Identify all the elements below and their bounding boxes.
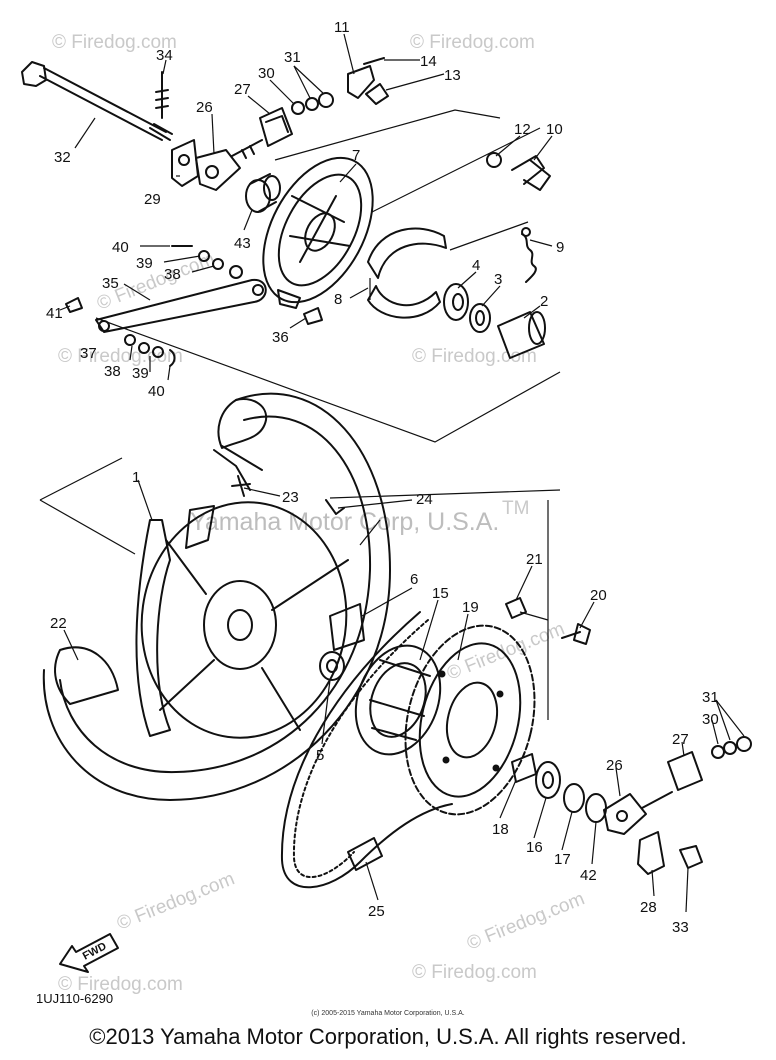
watermark: © Firedog.com — [410, 32, 535, 53]
callout-34: 34 — [156, 47, 173, 64]
leader-lines — [59, 33, 745, 913]
callout-18: 18 — [492, 821, 509, 838]
callout-31-right: 31 — [702, 689, 719, 706]
copyright: ©2013 Yamaha Motor Corporation, U.S.A. A… — [89, 1024, 687, 1049]
callout-14: 14 — [420, 53, 437, 70]
callout-22: 22 — [50, 615, 67, 632]
spring — [521, 227, 537, 283]
callout-30: 30 — [258, 65, 275, 82]
callout-35: 35 — [102, 275, 119, 292]
brake-shoes — [367, 227, 447, 319]
wheel-small-parts — [231, 475, 345, 681]
callout-38: 38 — [164, 266, 181, 283]
forward-arrow: FWD — [59, 933, 119, 973]
callout-20: 20 — [590, 587, 607, 604]
brake-cam-parts — [486, 152, 551, 191]
trademark: TM — [502, 498, 529, 519]
callout-15: 15 — [432, 585, 449, 602]
callout-2: 2 — [540, 293, 548, 310]
callout-21: 21 — [526, 551, 543, 568]
upper-left-parts — [155, 57, 389, 191]
callout-40: 40 — [112, 239, 129, 256]
callout-39: 39 — [136, 255, 153, 272]
brake-panel — [262, 156, 374, 309]
rear-axle — [21, 61, 173, 149]
callout-9: 9 — [556, 239, 564, 256]
callout-4: 4 — [472, 257, 480, 274]
callout-13: 13 — [444, 67, 461, 84]
callout-11: 11 — [334, 19, 350, 36]
callout-12: 12 — [514, 121, 531, 138]
callout-6: 6 — [410, 571, 418, 588]
watermark: © Firedog.com — [58, 346, 183, 367]
callout-39-lower: 39 — [132, 365, 149, 382]
brand-watermark: Yamaha Motor Corp, U.S.A. — [190, 508, 499, 536]
callouts: 1 2 3 4 5 6 7 8 9 10 11 12 13 14 15 16 1… — [46, 19, 719, 936]
callout-40-lower: 40 — [148, 383, 165, 400]
watermark: © Firedog.com — [444, 618, 568, 684]
callout-33: 33 — [672, 919, 689, 936]
torque-arm — [65, 245, 323, 367]
callout-42: 42 — [580, 867, 597, 884]
watermark: © Firedog.com — [58, 974, 183, 995]
drive-chain — [280, 611, 453, 889]
callout-32: 32 — [54, 149, 71, 166]
sprocket-assembly — [354, 624, 536, 816]
callout-43: 43 — [234, 235, 251, 252]
diagram-code: 1UJ110-6290 — [36, 991, 114, 1006]
callout-36: 36 — [272, 329, 289, 346]
collar — [245, 173, 281, 213]
callout-27: 27 — [234, 81, 251, 98]
watermark: © Firedog.com — [52, 32, 177, 53]
callout-16: 16 — [526, 839, 543, 856]
watermark: © Firedog.com — [412, 346, 537, 367]
watermark-layer: © Firedog.com © Firedog.com © Firedog.co… — [52, 32, 588, 995]
callout-31: 31 — [284, 49, 301, 66]
callout-37: 37 — [80, 345, 97, 362]
callout-28: 28 — [640, 899, 657, 916]
callout-29: 29 — [144, 191, 161, 208]
callout-26: 26 — [196, 99, 213, 116]
watermark: © Firedog.com — [412, 962, 537, 983]
callout-8: 8 — [334, 291, 342, 308]
callout-3: 3 — [494, 271, 502, 288]
guide-lines — [39, 109, 561, 720]
callout-30-right: 30 — [702, 711, 719, 728]
callout-41: 41 — [46, 305, 63, 322]
callout-17: 17 — [554, 851, 571, 868]
watermark: © Firedog.com — [464, 888, 588, 954]
callout-5: 5 — [316, 747, 324, 764]
callout-23: 23 — [282, 489, 299, 506]
callout-10: 10 — [546, 121, 563, 138]
callout-1: 1 — [132, 469, 140, 486]
callout-7: 7 — [352, 147, 360, 164]
watermark: © Firedog.com — [114, 868, 238, 934]
callout-24: 24 — [416, 491, 433, 508]
callout-38-lower: 38 — [104, 363, 121, 380]
small-copyright: (c) 2005-2015 Yamaha Motor Corporation, … — [311, 1010, 465, 1017]
hub-bearing-set — [443, 283, 546, 359]
callout-25: 25 — [368, 903, 385, 920]
rear-wheel — [42, 392, 391, 801]
callout-26-right: 26 — [606, 757, 623, 774]
callout-27-right: 27 — [672, 731, 689, 748]
callout-19: 19 — [462, 599, 479, 616]
